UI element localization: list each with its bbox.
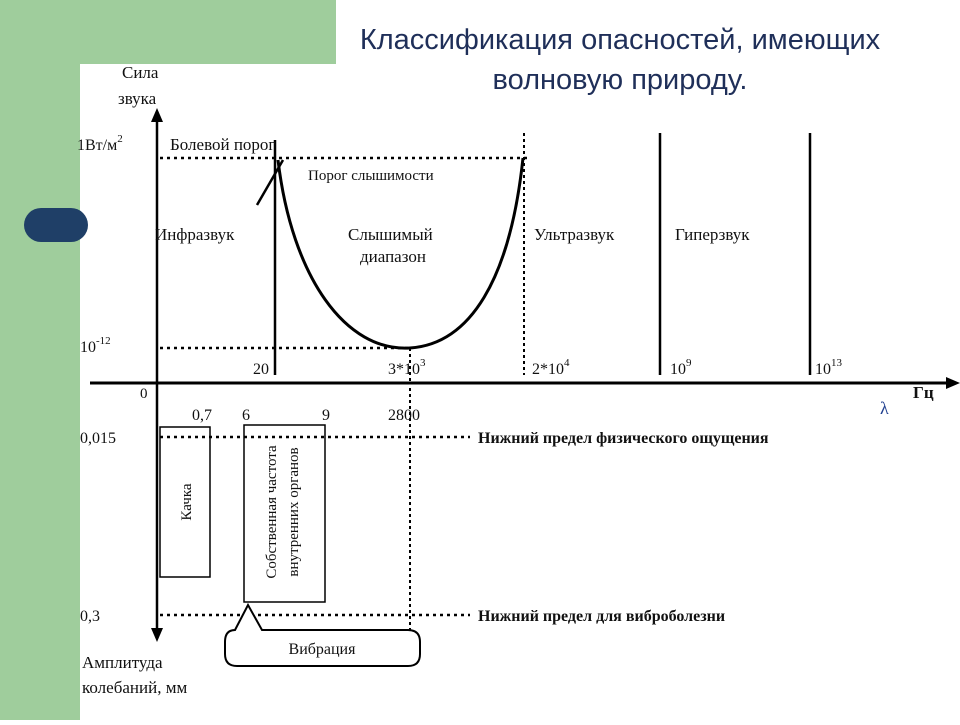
y-axis-bottom-label-line2: колебаний, мм [82,678,187,697]
lambda-symbol: λ [880,398,889,418]
infrasound-label: Инфразвук [155,225,235,244]
rocking-box [159,426,211,578]
y-axis-top-label-line2: звука [118,89,157,108]
slide-title-line2: волновую природу. [492,64,748,96]
origin-label: 0 [140,386,148,402]
hearing-threshold-label: Порог слышимости [308,168,434,184]
vibration-label: Вибрация [289,641,357,658]
freq-tick-2e4: 2*104 [532,357,570,378]
rocking-label: Качка [179,483,195,520]
navy-accent-pill [24,208,88,242]
organs-frequency-box [243,424,326,603]
amplitude-freq-tick-9: 9 [322,407,330,424]
pain-threshold-label: Болевой порог [170,135,275,154]
freq-tick-20: 20 [253,361,269,378]
freq-tick-3e3: 3*103 [388,357,426,378]
frequency-axis-arrow [946,377,960,389]
y-tick-1e-12: 10-12 [80,335,111,356]
vertical-axis-arrow-down [151,628,163,642]
vibration-disease-limit-label: Нижний предел для виброболезни [478,608,725,625]
audible-label-line2: диапазон [360,247,426,266]
amplitude-freq-tick-2800: 2800 [388,407,420,424]
amplitude-tick-0-015: 0,015 [80,430,116,447]
amplitude-freq-tick-0-7: 0,7 [192,407,212,424]
sensation-limit-label: Нижний предел физического ощущения [478,430,769,447]
amplitude-freq-tick-6: 6 [242,407,250,424]
organs-label-line2: внутренних органов [286,447,302,576]
y-axis-top-label-line1: Сила [122,63,159,82]
threshold-pointer [255,159,285,206]
y-tick-1w-m2: 1Вт/м2 [77,133,123,154]
vibration-callout [224,602,421,667]
vertical-axis-arrow-up [151,108,163,122]
left-green-band [0,0,80,720]
organs-label-line1: Собственная частота [264,445,280,579]
amplitude-tick-0-3: 0,3 [80,608,100,625]
frequency-unit-label: Гц [913,383,934,402]
slide-title-line1: Классификация опасностей, имеющих [359,24,881,56]
audible-label-line1: Слышимый [348,225,433,244]
freq-tick-1e9: 109 [670,357,692,378]
hypersound-label: Гиперзвук [675,225,750,244]
freq-tick-1e13: 1013 [815,357,843,378]
top-green-band [80,0,336,64]
y-axis-bottom-label-line1: Амплитуда [82,653,163,672]
ultrasound-label: Ультразвук [534,225,615,244]
